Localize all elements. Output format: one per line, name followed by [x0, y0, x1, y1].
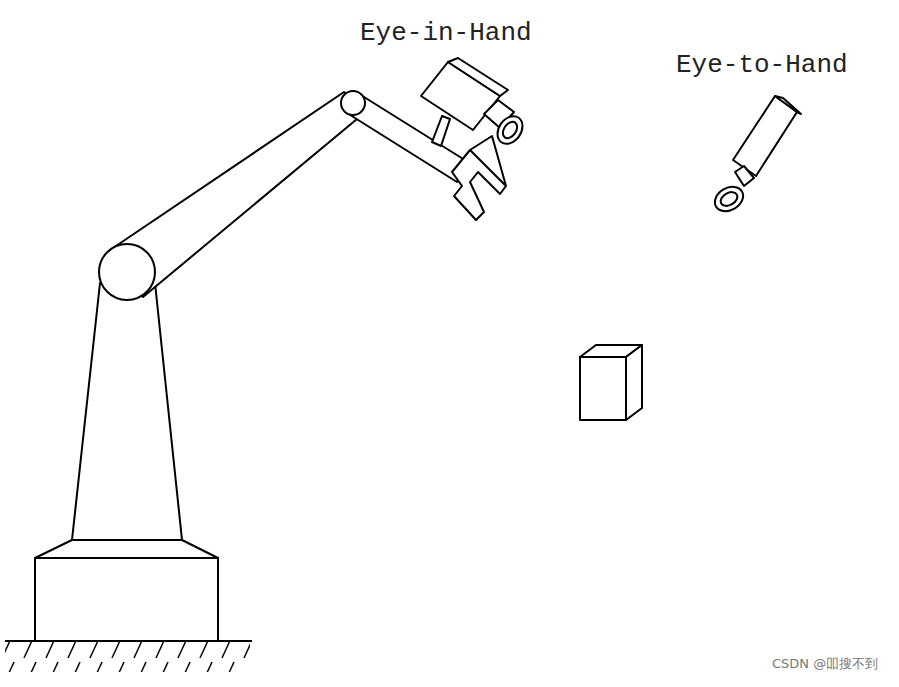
- camera-top: [775, 96, 801, 114]
- elbow-joint: [341, 91, 365, 115]
- robot-tower: [72, 283, 182, 540]
- object-cube: [580, 357, 626, 420]
- watermark: CSDN @吅搜不到: [772, 655, 878, 673]
- camera-label: Eye-in-Hand: [360, 18, 532, 48]
- robot-base: [35, 558, 218, 641]
- camera-body: [421, 62, 500, 130]
- gripper-jaw: [470, 136, 506, 186]
- camera-lens: [711, 182, 748, 216]
- ground-hatch: [5, 642, 250, 672]
- camera-body: [733, 96, 797, 176]
- base-top: [35, 540, 218, 558]
- shoulder-joint: [99, 244, 155, 300]
- camera-label: Eye-to-Hand: [676, 50, 848, 80]
- cube-side: [626, 345, 642, 420]
- camera-lens-inner: [718, 189, 740, 208]
- camera-top: [448, 58, 508, 96]
- camera-lens-barrel: [735, 166, 754, 186]
- camera-lens: [492, 111, 527, 148]
- camera-lens-inner: [500, 119, 520, 141]
- camera-mount: [432, 116, 450, 146]
